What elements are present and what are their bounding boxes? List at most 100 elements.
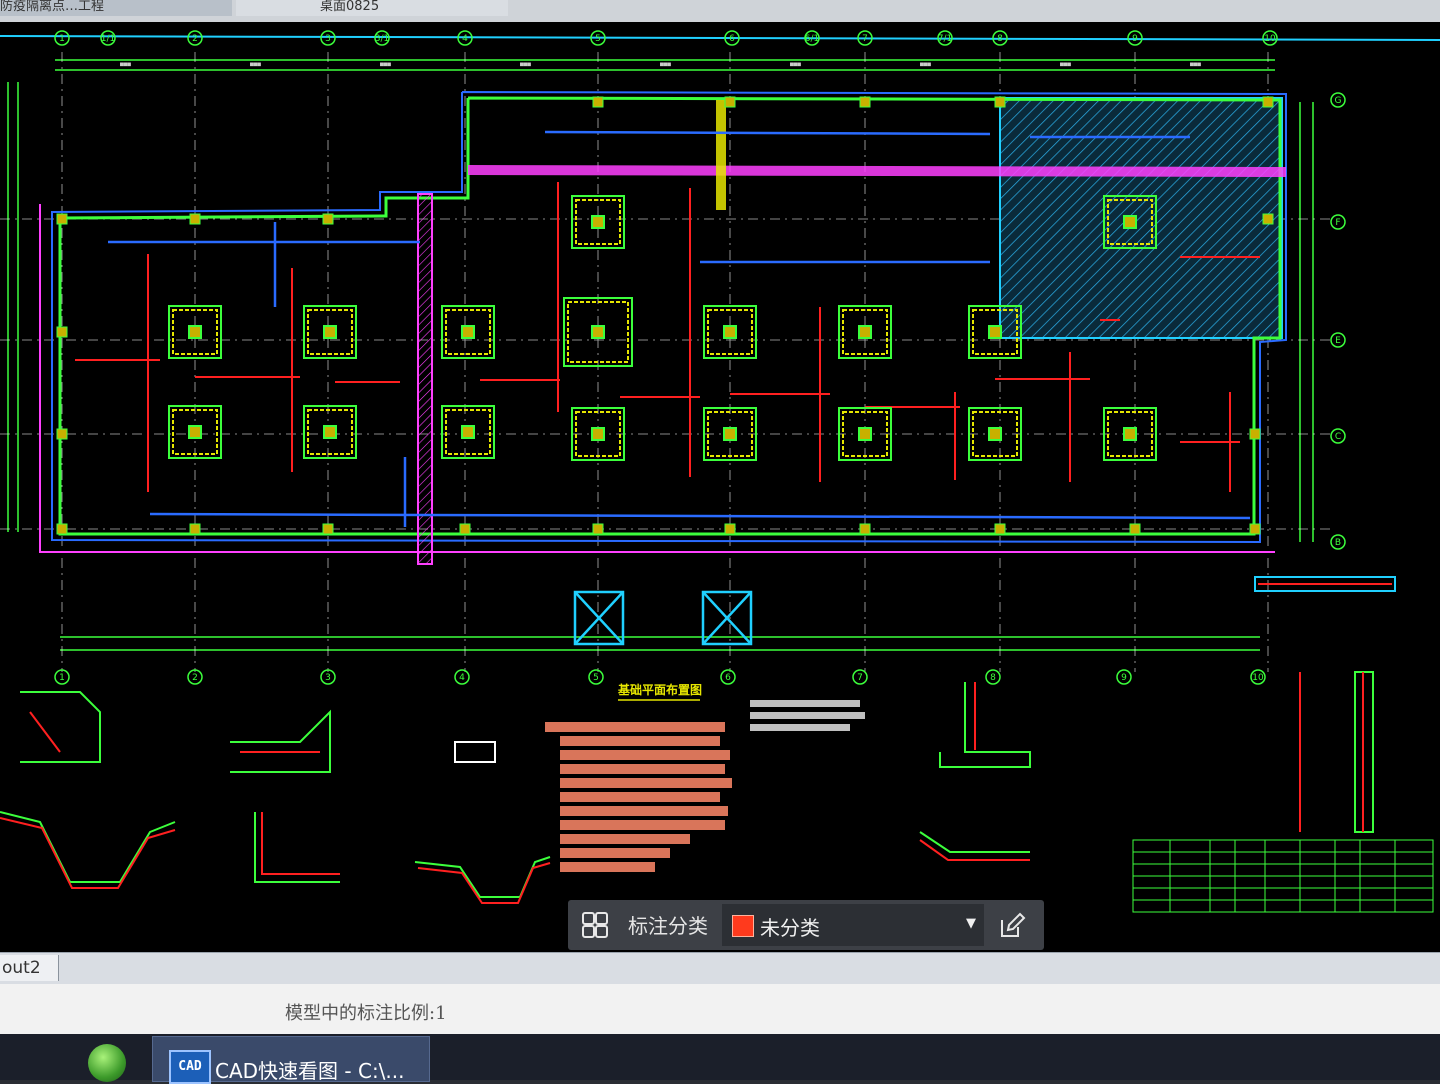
wall-column (56, 213, 68, 225)
footing-outline (703, 305, 757, 359)
wall-column (859, 96, 871, 108)
grid-bubble (588, 669, 604, 685)
column (858, 325, 872, 339)
footing (972, 411, 1018, 457)
edit-icon[interactable] (998, 912, 1026, 940)
plan-title: 基础平面布置图 (617, 682, 702, 697)
footing-outline (571, 407, 625, 461)
grid-label: 2 (192, 673, 198, 683)
footing-outline (968, 305, 1022, 359)
grid-bubble (857, 30, 873, 46)
column (461, 325, 475, 339)
tab-drawing-1[interactable]: 防疫隔离点…工程 (0, 0, 232, 16)
column (188, 425, 202, 439)
wall-column (994, 523, 1006, 535)
footing (172, 409, 218, 455)
grid-bubble (1127, 30, 1143, 46)
grid-bubble (1250, 669, 1266, 685)
column (723, 427, 737, 441)
wall-column (859, 523, 871, 535)
footing-outline (441, 305, 495, 359)
taskbar-app-cad-viewer[interactable]: CAD CAD快速看图 - C:\... (152, 1036, 430, 1084)
grid-label: 1 (59, 673, 65, 683)
wall-column (189, 213, 201, 225)
footing (575, 411, 621, 457)
footing-outline (303, 405, 357, 459)
svg-text:■■■: ■■■ (660, 61, 671, 68)
grid-label: F (1335, 218, 1340, 228)
svg-text:■■■: ■■■ (520, 61, 531, 68)
footing (445, 309, 491, 355)
grid-bubble (724, 30, 740, 46)
grid-label: E (1335, 336, 1341, 346)
footing-outline (1103, 195, 1157, 249)
footing-outline (168, 405, 222, 459)
grid-icon[interactable] (582, 912, 608, 938)
wall-column (1262, 96, 1274, 108)
annotation-category-select[interactable]: 未分类 ▼ (722, 904, 984, 946)
layout-tab-bar: out2 (0, 952, 1440, 985)
wall-column (1249, 428, 1261, 440)
grid-label: 5 (595, 34, 601, 44)
footing (575, 199, 621, 245)
wall-column (56, 326, 68, 338)
grid-label: C (1335, 432, 1341, 442)
wall-column (724, 523, 736, 535)
grid-label: G (1335, 96, 1342, 106)
footing-outline (563, 297, 633, 367)
selected-category: 未分类 (760, 916, 820, 940)
grid-bubble (320, 30, 336, 46)
grid-label: 6 (729, 34, 735, 44)
column (1123, 427, 1137, 441)
wall-column (1249, 523, 1261, 535)
start-icon[interactable] (88, 1044, 126, 1082)
footing-outline (168, 305, 222, 359)
layout-tab[interactable]: out2 (0, 955, 59, 981)
footing-outline (703, 407, 757, 461)
grid-bubble (320, 669, 336, 685)
grid-bubble (1330, 428, 1346, 444)
wall-column (1129, 523, 1141, 535)
grid-label: 7/1 (938, 34, 952, 44)
grid-bubble (720, 669, 736, 685)
grid-bubble (454, 669, 470, 685)
column (988, 325, 1002, 339)
column (591, 427, 605, 441)
wall-column (56, 428, 68, 440)
column (591, 325, 605, 339)
wall-column (1262, 213, 1274, 225)
grid-label: 5 (593, 673, 599, 683)
footing (307, 309, 353, 355)
column (858, 427, 872, 441)
footing-outline (1103, 407, 1157, 461)
wall-column (459, 523, 471, 535)
annotation-category-label: 标注分类 (628, 914, 708, 938)
column (1123, 215, 1137, 229)
grid-bubble (1330, 332, 1346, 348)
grid-label: 9 (1121, 673, 1127, 683)
svg-text:■■■: ■■■ (120, 61, 131, 68)
grid-label: 10 (1252, 673, 1264, 683)
grid-label: 1/1 (101, 34, 115, 44)
grid-bubble (937, 30, 953, 46)
grid-bubble (187, 30, 203, 46)
chevron-down-icon: ▼ (966, 916, 976, 931)
wall-column (592, 523, 604, 535)
grid-bubble (1116, 669, 1132, 685)
grid-bubble (992, 30, 1008, 46)
wall-column (56, 523, 68, 535)
column (988, 427, 1002, 441)
tab-drawing-2[interactable]: 桌面0825 × (236, 0, 508, 16)
wall-column (994, 96, 1006, 108)
grid-bubble (100, 30, 116, 46)
grid-label: 8 (997, 34, 1003, 44)
grid-bubble (54, 30, 70, 46)
svg-text:■■■: ■■■ (920, 61, 931, 68)
grid-bubble (590, 30, 606, 46)
grid-bubble (852, 669, 868, 685)
column (323, 425, 337, 439)
svg-text:■■■: ■■■ (380, 61, 391, 68)
footing-outline (838, 305, 892, 359)
